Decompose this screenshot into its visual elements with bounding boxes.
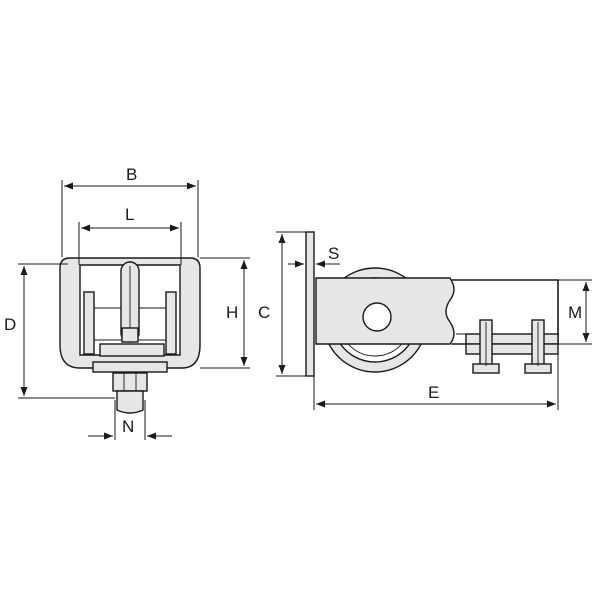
- clamp-bolt-right: [524, 319, 552, 374]
- label-C: C: [258, 303, 270, 322]
- label-L: L: [125, 205, 134, 224]
- dimension-N: N: [88, 400, 172, 440]
- bolt-nut-upper: [121, 327, 139, 343]
- dimension-D: D: [4, 263, 115, 399]
- label-E: E: [428, 383, 439, 402]
- bottom-nut: [112, 372, 148, 392]
- dimension-B: B: [61, 165, 199, 257]
- label-H: H: [226, 303, 238, 322]
- label-S: S: [328, 244, 339, 263]
- axle-hub: [362, 302, 392, 332]
- bottom-washer: [92, 361, 168, 373]
- dimension-H: H: [200, 257, 250, 369]
- dimension-L: L: [78, 205, 182, 265]
- dimension-C: C: [258, 231, 306, 377]
- label-B: B: [126, 165, 137, 184]
- label-M: M: [568, 303, 582, 322]
- dimension-E: E: [313, 354, 559, 410]
- clamp-bolt-left: [472, 319, 500, 374]
- side-view: [305, 231, 559, 377]
- label-D: D: [4, 315, 16, 334]
- left-side-plate: [83, 291, 95, 355]
- dimension-S: S: [288, 244, 340, 268]
- label-N: N: [122, 417, 134, 436]
- bottom-stud: [116, 390, 144, 414]
- base-plate: [99, 343, 165, 357]
- front-view: [59, 257, 201, 414]
- dimension-M: M: [558, 279, 592, 345]
- mounting-plate: [305, 231, 315, 377]
- right-side-plate: [165, 291, 177, 355]
- clamp-plate-lower: [465, 343, 559, 355]
